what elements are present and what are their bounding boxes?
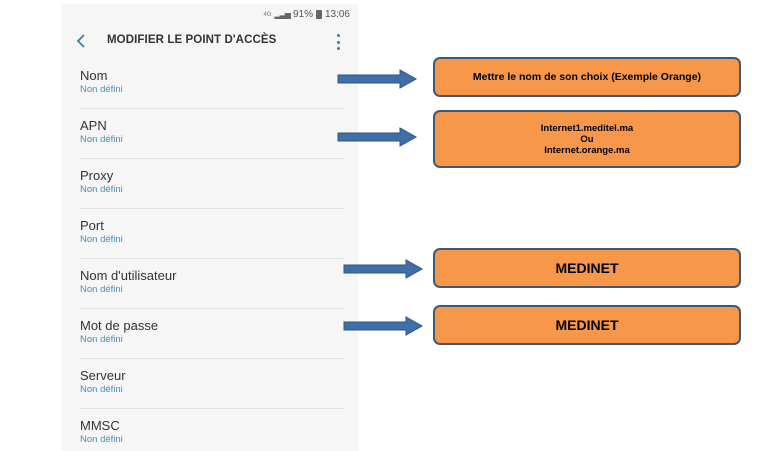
field-server[interactable]: Serveur Non défini (80, 359, 344, 409)
field-label: Serveur (80, 368, 126, 383)
field-value: Non défini (80, 234, 123, 245)
field-nom[interactable]: Nom Non défini (80, 59, 344, 109)
arrow-right-icon (337, 69, 418, 89)
field-label: Nom d'utilisateur (80, 268, 177, 283)
annotation-password: MEDINET (433, 305, 741, 345)
field-value: Non défini (80, 334, 123, 345)
network-type: 4G (263, 11, 272, 18)
annotation-text: Mettre le nom de son choix (Exemple Oran… (472, 71, 702, 83)
annotation-text: Ou (580, 133, 594, 145)
page-title: MODIFIER LE POINT D'ACCÈS (107, 34, 277, 46)
field-label: Mot de passe (80, 318, 159, 333)
battery-percent: 91% (292, 9, 313, 20)
field-label: APN (80, 118, 107, 133)
toolbar: MODIFIER LE POINT D'ACCÈS (61, 26, 358, 58)
field-port[interactable]: Port Non défini (80, 209, 344, 259)
field-label: Port (80, 218, 104, 233)
field-value: Non défini (80, 84, 123, 95)
status-bar: 4G ▂▃▅ 91% 13:06 (61, 4, 358, 26)
phone-screenshot: 4G ▂▃▅ 91% 13:06 MODIFIER LE POINT D'ACC… (61, 4, 358, 451)
annotation-nom: Mettre le nom de son choix (Exemple Oran… (433, 57, 741, 97)
field-value: Non défini (80, 134, 123, 145)
field-password[interactable]: Mot de passe Non défini (80, 309, 344, 359)
annotation-username: MEDINET (433, 248, 741, 288)
field-label: Nom (80, 68, 108, 83)
field-proxy[interactable]: Proxy Non défini (80, 159, 344, 209)
field-username[interactable]: Nom d'utilisateur Non défini (80, 259, 344, 309)
annotation-text: Internet1.meditel.ma (540, 122, 634, 134)
battery-icon (315, 10, 322, 19)
clock: 13:06 (324, 9, 350, 20)
field-value: Non défini (80, 184, 123, 195)
annotation-apn: Internet1.meditel.ma Ou Internet.orange.… (433, 110, 741, 168)
signal-icon: ▂▃▅ (274, 10, 291, 19)
field-value: Non défini (80, 384, 123, 395)
field-label: Proxy (80, 168, 114, 183)
annotation-text: Internet.orange.ma (544, 144, 630, 156)
field-apn[interactable]: APN Non défini (80, 109, 344, 159)
field-value: Non défini (80, 434, 123, 445)
apn-field-list: Nom Non défini APN Non défini Proxy Non … (61, 59, 358, 451)
annotation-text: MEDINET (555, 260, 619, 276)
arrow-right-icon (337, 127, 418, 147)
more-options-icon[interactable] (335, 34, 341, 50)
field-value: Non défini (80, 284, 123, 295)
back-arrow-icon[interactable] (75, 32, 93, 52)
arrow-right-icon (343, 259, 424, 279)
arrow-right-icon (343, 316, 424, 336)
field-label: MMSC (80, 418, 120, 433)
field-mmsc[interactable]: MMSC Non défini (80, 409, 344, 451)
annotation-text: MEDINET (555, 317, 619, 333)
